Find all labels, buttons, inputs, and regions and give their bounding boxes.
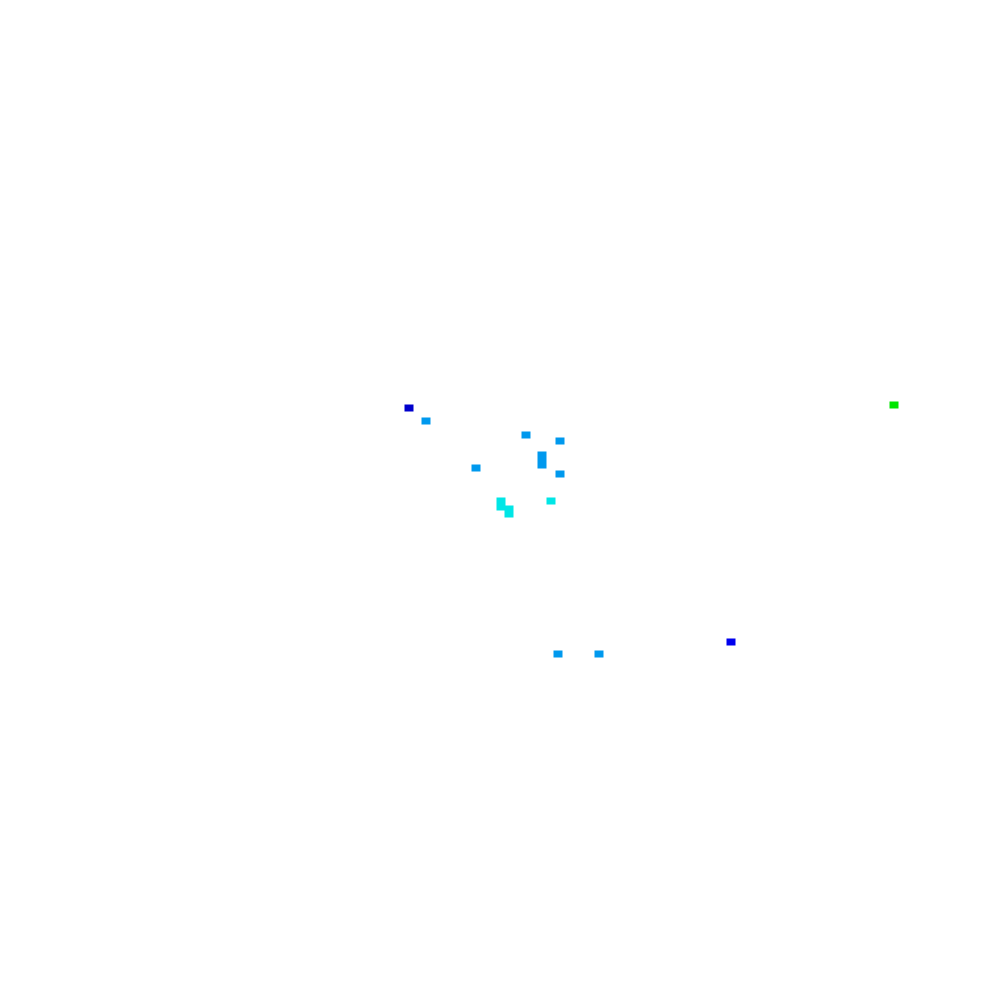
heatmap-cell [889,401,899,409]
heatmap-cell [496,503,506,511]
heatmap-cell [421,417,431,425]
heatmap-cell [553,650,563,658]
heatmap-cell [537,456,547,464]
heatmap-cell [496,497,506,505]
heatmap-cell [521,431,531,439]
heatmap-cell [471,464,481,472]
heatmap-cell [537,451,547,459]
heatmap-cell [404,404,414,412]
heatmap-cell [726,638,736,646]
heatmap-cells [404,401,899,658]
heatmap-cell [504,510,514,518]
heatmap-cell [504,505,514,513]
heatmap-cell [546,497,556,505]
heatmap-cell [555,470,565,478]
heatmap-cell [594,650,604,658]
heatmap-cell [555,437,565,445]
heatmap-cell [537,461,547,469]
